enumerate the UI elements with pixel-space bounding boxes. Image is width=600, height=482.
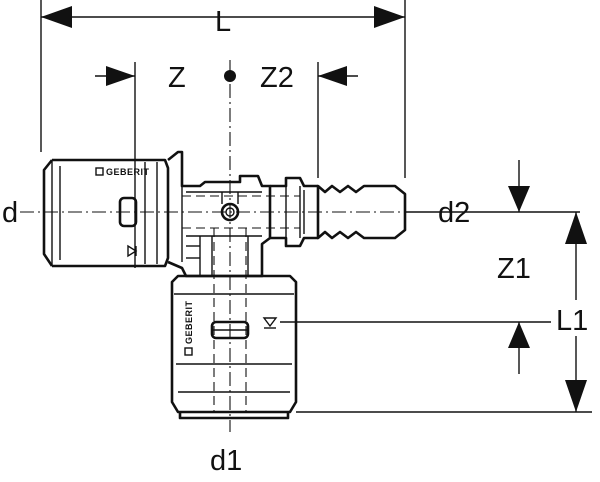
label-L1: L1 [556, 305, 588, 337]
dimension-L1: L1 [296, 212, 595, 413]
label-d2: d2 [438, 197, 470, 229]
dimension-L: L [40, 0, 406, 178]
dimension-Z-Z2: Z Z2 [95, 62, 358, 268]
label-d: d [2, 197, 18, 229]
brand-horizontal: GEBERIT [106, 167, 150, 177]
label-L: L [215, 6, 231, 38]
lower-branch: GEBERIT [170, 274, 298, 420]
label-Z1: Z1 [497, 253, 531, 285]
brand-vertical: GEBERIT [184, 300, 194, 344]
label-Z: Z [168, 62, 186, 94]
fitting-body: GEBERIT [42, 150, 407, 278]
dimension-Z1: Z1 [280, 160, 580, 374]
label-d1: d1 [210, 445, 242, 477]
label-Z2: Z2 [260, 62, 294, 94]
hidden-lines [182, 195, 300, 412]
